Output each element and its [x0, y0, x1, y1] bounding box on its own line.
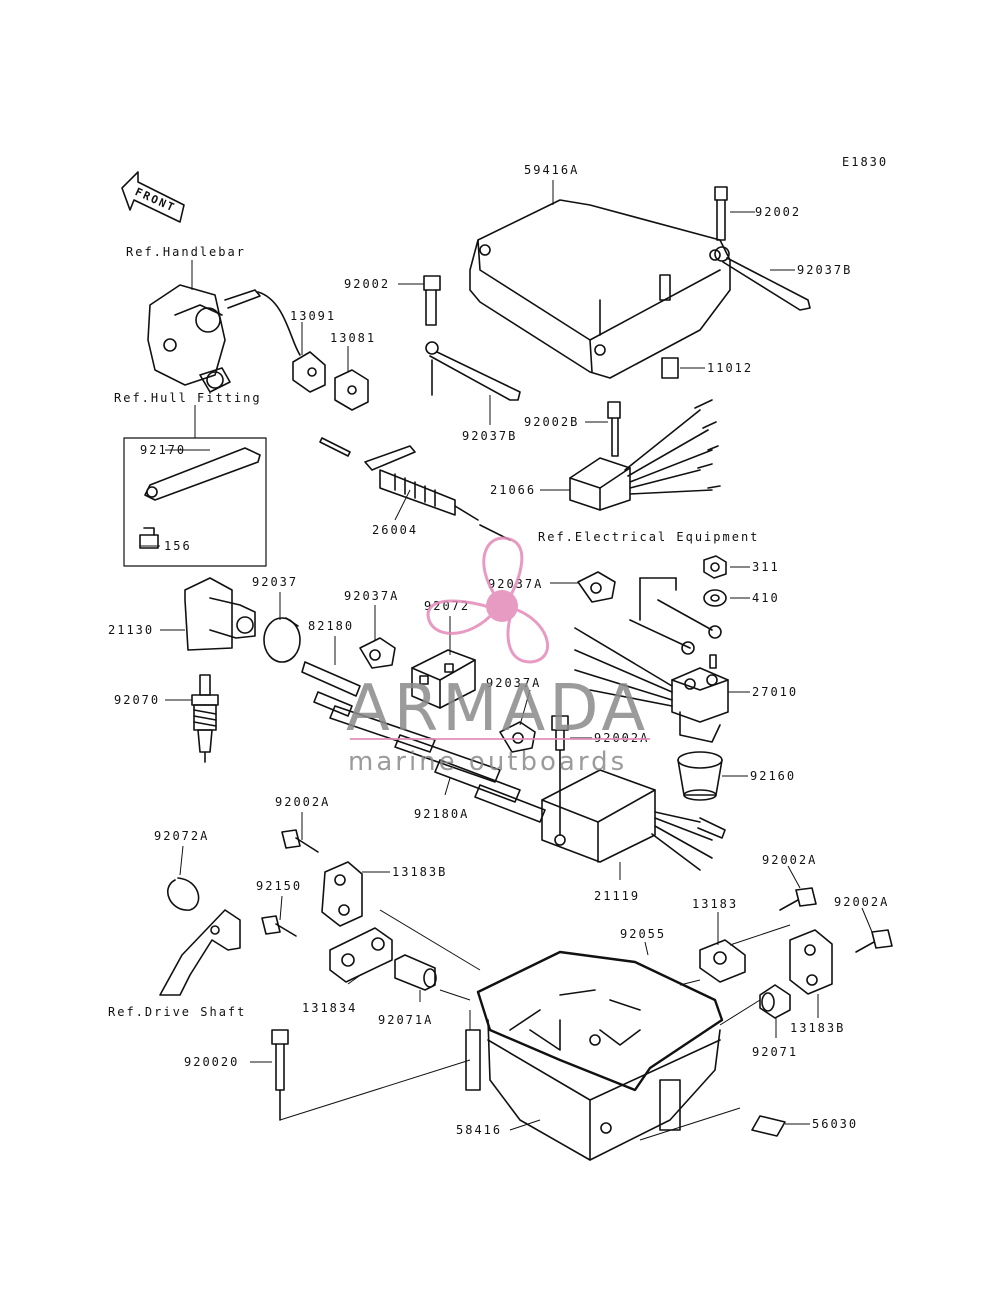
boot-92160	[677, 751, 723, 801]
part-label: 92160	[750, 769, 796, 783]
part-label: 13091	[290, 309, 336, 323]
bolt-92002a-right-2	[855, 929, 893, 953]
nut-311	[703, 555, 727, 579]
part-label: 21119	[594, 889, 640, 903]
ref-hull-fitting: Ref.Hull Fitting	[114, 391, 262, 405]
leader-lines	[140, 180, 873, 1141]
part-label: 92037B	[462, 429, 517, 443]
damper-92071	[759, 984, 791, 1019]
part-label: 13183	[692, 897, 738, 911]
case-58416	[465, 989, 721, 1161]
part-label: 311	[752, 560, 780, 574]
part-label: 92071A	[378, 1013, 433, 1027]
cap-21130	[184, 577, 256, 651]
clamp-92072a	[167, 877, 200, 911]
part-label: 56030	[812, 1117, 858, 1131]
part-label: 92002	[755, 205, 801, 219]
watermark: ARMADA marine outboards	[346, 536, 650, 777]
bolt-92002-left	[423, 275, 441, 326]
part-label: 27010	[752, 685, 798, 699]
ref-electrical-equipment: Ref.Electrical Equipment	[538, 530, 759, 544]
washer-410	[703, 589, 727, 607]
bolt-92002-right	[714, 186, 728, 241]
part-label: 92070	[114, 693, 160, 707]
part-label: 13183B	[790, 1021, 845, 1035]
part-label: 92071	[752, 1045, 798, 1059]
part-label: 92037A	[344, 589, 399, 603]
part-label: 59416A	[524, 163, 579, 177]
part-label: 58416	[456, 1123, 502, 1137]
ht-leads	[301, 661, 546, 823]
part-label: 92180A	[414, 807, 469, 821]
propeller-logo-icon	[426, 536, 549, 664]
electrical-terminals	[629, 577, 722, 655]
part-label: 92002A	[275, 795, 330, 809]
bolt-920020	[271, 1029, 289, 1121]
part-label: 21066	[490, 483, 536, 497]
clip-92037a-left	[359, 637, 396, 669]
labels: E1830 FRONT Ref.Handlebar Ref.Hull Fitti…	[108, 155, 889, 1137]
part-label: 92002A	[762, 853, 817, 867]
bracket-13183	[699, 939, 746, 983]
oring-56030	[751, 1115, 786, 1137]
clamp-92037	[263, 617, 301, 663]
strap-92037b-left	[425, 341, 521, 401]
bracket-131834	[329, 927, 393, 983]
block-92072	[411, 649, 476, 709]
damper-92071a	[394, 954, 437, 991]
spark-plug-92070	[191, 674, 219, 763]
watermark-brand: ARMADA	[346, 672, 649, 746]
part-label: 92002B	[524, 415, 579, 429]
part-label: 92037	[252, 575, 298, 589]
bolt-92150	[261, 915, 297, 937]
part-label: 92150	[256, 879, 302, 893]
ref-drive-shaft: Ref.Drive Shaft	[108, 1005, 246, 1019]
bracket-13183b-right	[789, 929, 833, 995]
grommet-13081	[334, 369, 369, 411]
drive-shaft-bracket	[159, 909, 241, 996]
part-label: 82180	[308, 619, 354, 633]
watermark-tagline: marine outboards	[348, 747, 627, 777]
part-label: 92002	[344, 277, 390, 291]
cover-59416a	[469, 199, 731, 379]
part-label: 92072A	[154, 829, 209, 843]
part-label: 21130	[108, 623, 154, 637]
ref-handlebar: Ref.Handlebar	[126, 245, 246, 259]
clip-92037a-top	[577, 571, 616, 603]
part-label: 92037A	[486, 676, 541, 690]
handlebar-switch	[147, 284, 301, 393]
relay-27010	[574, 627, 729, 743]
strap-92037b-right	[714, 246, 811, 311]
bolt-92002a-right-1	[779, 887, 817, 911]
part-label: 26004	[372, 523, 418, 537]
spacer-11012	[661, 357, 679, 379]
watermark-rule	[350, 738, 650, 740]
part-label: 920020	[184, 1055, 239, 1069]
bolt-92002a-left	[281, 829, 319, 853]
part-label: 11012	[707, 361, 753, 375]
front-arrow-icon	[121, 171, 185, 223]
part-label: 92037B	[797, 263, 852, 277]
part-label: 92170	[140, 443, 186, 457]
bracket-13183b-left	[321, 861, 363, 927]
part-label: 131834	[302, 1001, 357, 1015]
hull-fitting-box	[123, 437, 267, 567]
part-label: 92055	[620, 927, 666, 941]
part-label: 92002A	[834, 895, 889, 909]
gasket-92055	[476, 950, 724, 1092]
part-label: 13183B	[392, 865, 447, 879]
coil-21119	[541, 769, 726, 871]
regulator-21066	[569, 399, 721, 511]
diagram-code: E1830	[842, 155, 888, 169]
part-label: 156	[164, 539, 192, 553]
part-label: 410	[752, 591, 780, 605]
part-label: 13081	[330, 331, 376, 345]
grommet-13091	[292, 351, 326, 393]
